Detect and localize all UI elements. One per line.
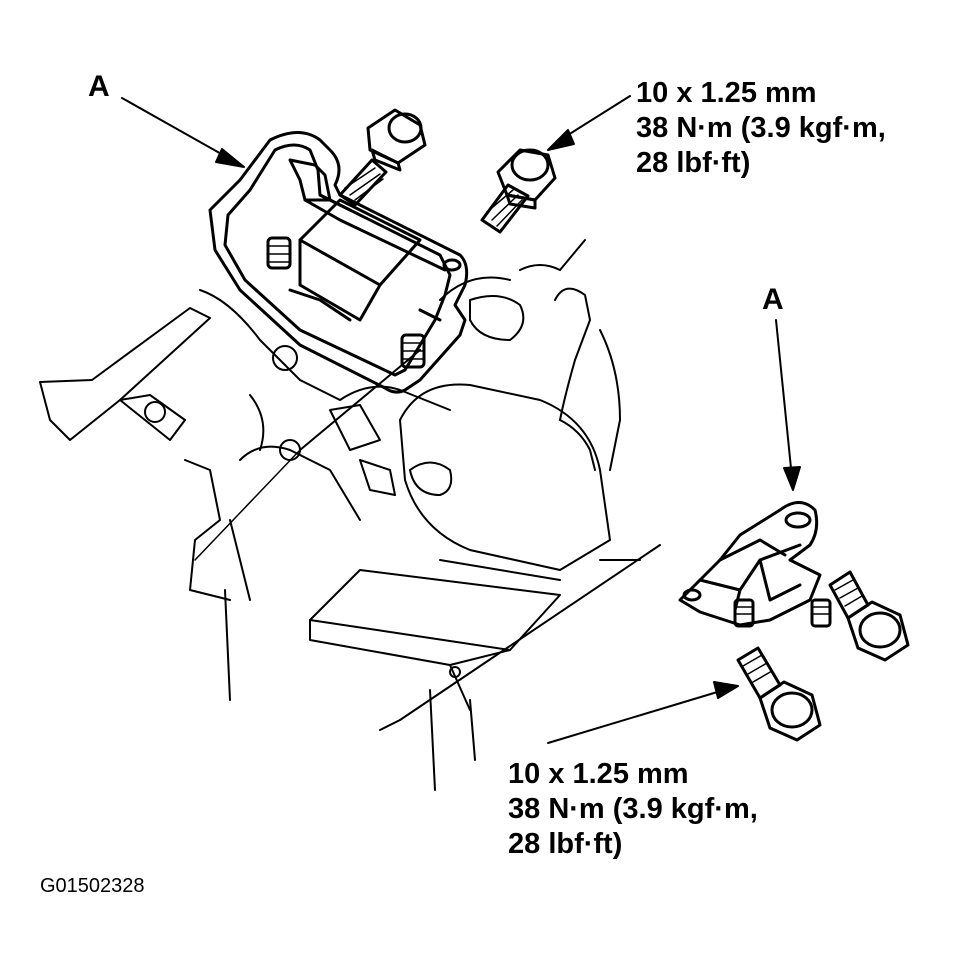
bolt-upper-left [338, 108, 427, 207]
bolt-right-lower [736, 646, 822, 742]
stud-left [266, 236, 292, 270]
stud-right [400, 333, 426, 369]
transmission-housing [39, 239, 661, 791]
part-label-a-top: A [88, 70, 110, 103]
spec-top-size: 10 x 1.25 mm [636, 77, 817, 109]
bolt-right-upper [828, 570, 910, 662]
arrow-a-top [121, 97, 245, 168]
spec-bottom-torque: 38 N·m (3.9 kgf·m, [508, 793, 758, 825]
arrow-spec-bottom [547, 681, 739, 744]
torque-spec-bottom: 10 x 1.25 mm 38 N·m (3.9 kgf·m, 28 lbf·f… [508, 757, 758, 862]
spec-bottom-size: 10 x 1.25 mm [508, 758, 689, 790]
bolt-upper-right [480, 148, 557, 234]
arrow-spec-top [547, 95, 631, 151]
figure-id: G01502328 [40, 875, 145, 897]
part-label-a-right: A [762, 283, 784, 316]
arrow-a-right [775, 319, 801, 491]
spec-top-torque-imperial: 28 lbf·ft) [636, 147, 751, 179]
mount-bracket-lower [678, 501, 832, 628]
spec-top-torque: 38 N·m (3.9 kgf·m, [636, 112, 886, 144]
stud-bracket-right [810, 598, 832, 628]
mount-bracket-upper [208, 131, 469, 394]
torque-spec-top: 10 x 1.25 mm 38 N·m (3.9 kgf·m, 28 lbf·f… [636, 76, 886, 181]
spec-bottom-torque-imperial: 28 lbf·ft) [508, 828, 623, 860]
stud-bracket-left [733, 598, 755, 628]
